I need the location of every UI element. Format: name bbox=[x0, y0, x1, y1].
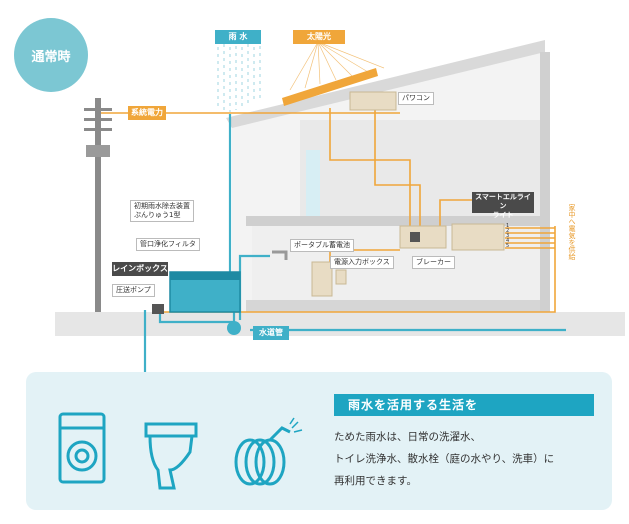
breaker-box bbox=[399, 225, 447, 249]
power-conditioner-box bbox=[349, 91, 397, 111]
toilet-icon bbox=[144, 422, 198, 490]
ground bbox=[55, 312, 625, 336]
pump-label: 圧送ポンプ bbox=[112, 284, 155, 297]
smart-light-box bbox=[451, 223, 505, 251]
house-supply-label: 家中へ電気を供給 bbox=[568, 204, 576, 260]
rain-box-tag: レインボックス bbox=[112, 262, 168, 276]
pump-unit bbox=[152, 304, 164, 314]
faucet bbox=[272, 250, 288, 260]
water-meter bbox=[227, 321, 241, 335]
sun-tag: 太陽光 bbox=[293, 30, 345, 44]
smart-light-tag: スマートエルライン ライト bbox=[472, 192, 534, 219]
washing-machine-icon bbox=[58, 412, 106, 484]
power-input-box-label: 電源入力ボックス bbox=[330, 256, 394, 269]
info-line: 再利用できます。 bbox=[334, 475, 417, 487]
solar-panel bbox=[282, 68, 378, 106]
hose-icon bbox=[234, 426, 291, 486]
rain-box-tank bbox=[169, 271, 241, 313]
info-line: トイレ洗浄水、散水栓（庭の水やり、洗車）に bbox=[334, 453, 555, 465]
mode-badge: 通常時 bbox=[14, 18, 88, 92]
utility-pole bbox=[84, 98, 112, 312]
grid-power-tag: 系統電力 bbox=[128, 106, 166, 120]
power-input-box-unit bbox=[335, 269, 347, 285]
filter-label: 管口浄化フィルタ bbox=[136, 238, 200, 251]
circuit-numbers: 1 2 3 4 5 bbox=[506, 223, 510, 249]
rain-streaks bbox=[217, 40, 261, 112]
breaker-label: ブレーカー bbox=[412, 256, 455, 269]
first-flush-label: 初期雨水除去装置 ぷんりゅう1型 bbox=[130, 200, 194, 222]
water-pipe-tag: 水道管 bbox=[253, 326, 289, 340]
power-conditioner-label: パワコン bbox=[398, 92, 434, 105]
portable-battery-unit bbox=[311, 261, 333, 297]
portable-battery-label: ポータブル蓄電池 bbox=[290, 239, 354, 252]
rain-tag: 雨 水 bbox=[215, 30, 261, 44]
info-line: ためた雨水は、日常の洗濯水、 bbox=[334, 431, 481, 443]
info-title: 雨水を活用する生活を bbox=[334, 394, 594, 416]
sun-rays bbox=[289, 41, 385, 91]
